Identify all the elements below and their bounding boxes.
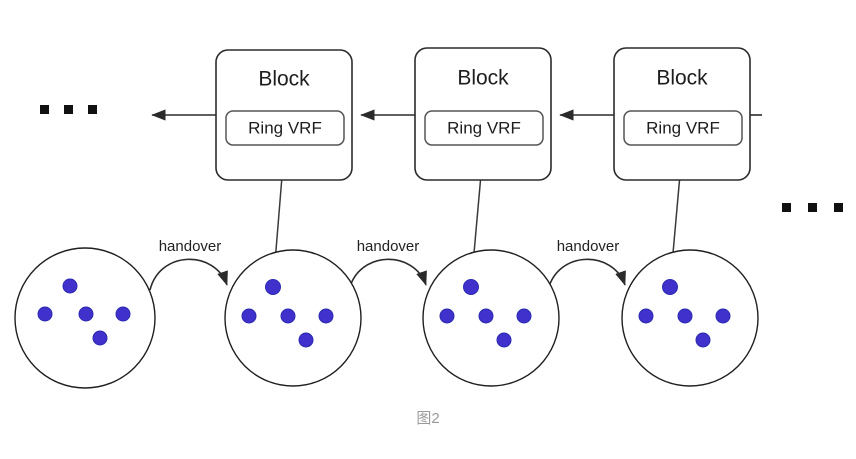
ellipsis-left-square-3 (88, 105, 97, 114)
block-3-ring-vrf-label: Ring VRF (646, 118, 720, 137)
figure-caption: 图2 (416, 410, 439, 427)
validator-dot (62, 278, 78, 294)
validator-dot (478, 308, 494, 324)
validator-dot (115, 306, 131, 322)
validator-dot (638, 308, 654, 324)
validator-dot-proposer (463, 279, 479, 295)
validator-dot (37, 306, 53, 322)
block-2-ring-vrf-label: Ring VRF (447, 118, 521, 137)
block-2-title: Block (457, 67, 509, 90)
validator-ring-1[interactable] (14, 247, 156, 389)
validator-dot-proposer (662, 279, 678, 295)
block-3-ring-vrf-box[interactable] (623, 110, 743, 146)
block-node-3[interactable]: Block Ring VRF (613, 47, 751, 181)
ellipsis-right-square-2 (808, 203, 817, 212)
handover-label-3: handover (557, 238, 620, 255)
validator-dot-proposer (265, 279, 281, 295)
handover-transitions: handover handover handover (149, 238, 626, 291)
handover-arc-2 (348, 258, 427, 291)
validator-dot (298, 332, 314, 348)
validator-dot (439, 308, 455, 324)
validator-ring-3[interactable] (422, 249, 560, 387)
validator-dot (695, 332, 711, 348)
validator-dot (516, 308, 532, 324)
ellipsis-right (782, 203, 843, 212)
block-1-ring-vrf-label: Ring VRF (248, 118, 322, 137)
block-3-title: Block (656, 67, 708, 90)
validator-dot (318, 308, 334, 324)
handover-arc-1 (149, 258, 228, 291)
validator-ring-4[interactable] (621, 249, 759, 387)
ellipsis-right-square-1 (782, 203, 791, 212)
handover-label-1: handover (159, 238, 222, 255)
ellipsis-left-square-1 (40, 105, 49, 114)
validator-dot (78, 306, 94, 322)
validator-dot (496, 332, 512, 348)
validator-dot (280, 308, 296, 324)
handover-label-2: handover (357, 238, 420, 255)
block-node-1[interactable]: Block Ring VRF (215, 49, 353, 181)
validator-ring-2[interactable] (224, 249, 362, 387)
ellipsis-left-square-2 (64, 105, 73, 114)
validator-dot (677, 308, 693, 324)
validator-dot (715, 308, 731, 324)
validator-dot (241, 308, 257, 324)
block-1-title: Block (258, 68, 310, 91)
handover-arc-3 (547, 258, 626, 291)
validator-dot (92, 330, 108, 346)
block-1-ring-vrf-box[interactable] (225, 110, 345, 146)
block-2-ring-vrf-box[interactable] (424, 110, 544, 146)
block-node-2[interactable]: Block Ring VRF (414, 47, 552, 181)
ellipsis-left (40, 105, 97, 114)
ellipsis-right-square-3 (834, 203, 843, 212)
